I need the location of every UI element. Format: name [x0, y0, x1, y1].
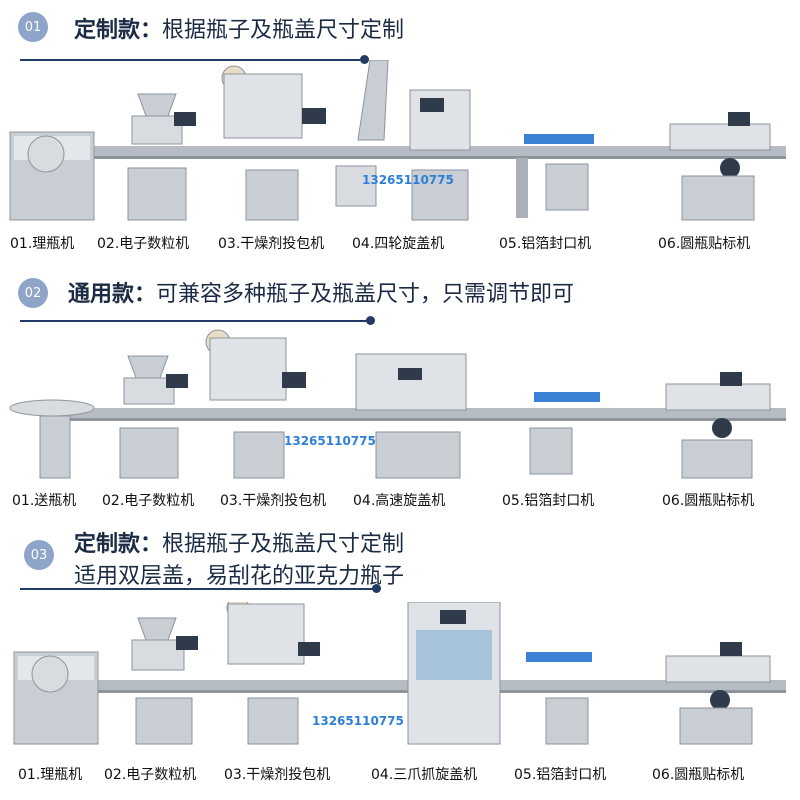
contact-phone: 13265110775	[312, 714, 404, 728]
machine-labels: 01.理瓶机 02.电子数粒机 03.干燥剂投包机 04.三爪抓旋盖机 05.铝…	[0, 764, 800, 784]
production-line-illustration-3	[13, 602, 786, 745]
machine-label: 06.圆瓶贴标机	[658, 236, 751, 252]
contact-phone: 13265110775	[284, 434, 376, 448]
machine-label: 01.理瓶机	[10, 236, 75, 252]
production-line-illustration-2	[9, 329, 786, 479]
machine-label: 03.干燥剂投包机	[224, 767, 331, 783]
machine-label: 05.铝箔封口机	[502, 493, 595, 509]
title-rest: 根据瓶子及瓶盖尺寸定制	[162, 18, 405, 43]
machine-label: 03.干燥剂投包机	[218, 236, 325, 252]
machine-label: 04.三爪抓旋盖机	[371, 767, 478, 783]
section-2: 02 通用款：可兼容多种瓶子及瓶盖尺寸，只需调节即可 13265110775	[0, 262, 800, 522]
section-title: 定制款：根据瓶子及瓶盖尺寸定制	[74, 526, 404, 558]
section-subtitle: 适用双层盖，易刮花的亚克力瓶子	[74, 564, 405, 589]
section-3: 03 定制款：根据瓶子及瓶盖尺寸定制 适用双层盖，易刮花的亚克力瓶子	[0, 522, 800, 800]
section-1: 01 定制款：根据瓶子及瓶盖尺寸定制	[0, 0, 800, 260]
title-bold: 通用款：	[68, 282, 157, 307]
machine-label: 05.铝箔封口机	[499, 236, 592, 252]
section-title: 定制款：根据瓶子及瓶盖尺寸定制	[74, 12, 404, 44]
title-underline	[20, 588, 376, 590]
production-line-illustration-1	[9, 60, 786, 221]
title-bold: 定制款：	[74, 532, 163, 557]
machine-label: 04.高速旋盖机	[353, 493, 446, 509]
section-badge: 03	[24, 540, 54, 570]
section-badge: 01	[18, 12, 48, 42]
machine-label: 02.电子数粒机	[97, 236, 190, 252]
machine-labels: 01.送瓶机 02.电子数粒机 03.干燥剂投包机 04.高速旋盖机 05.铝箔…	[0, 490, 800, 510]
machine-label: 02.电子数粒机	[102, 493, 195, 509]
machine-label: 06.圆瓶贴标机	[662, 493, 755, 509]
title-underline	[20, 320, 370, 322]
machine-label: 04.四轮旋盖机	[352, 236, 445, 252]
underline-dot	[366, 316, 375, 325]
machine-label: 01.理瓶机	[18, 767, 83, 783]
title-underline	[20, 59, 360, 61]
machine-labels: 01.理瓶机 02.电子数粒机 03.干燥剂投包机 04.四轮旋盖机 05.铝箔…	[0, 233, 800, 253]
section-title: 通用款：可兼容多种瓶子及瓶盖尺寸，只需调节即可	[68, 276, 574, 308]
title-rest: 根据瓶子及瓶盖尺寸定制	[162, 532, 405, 557]
title-rest: 可兼容多种瓶子及瓶盖尺寸，只需调节即可	[156, 282, 575, 307]
title-bold: 定制款：	[74, 18, 163, 43]
machine-label: 03.干燥剂投包机	[220, 493, 327, 509]
machine-label: 05.铝箔封口机	[514, 767, 607, 783]
contact-phone: 13265110775	[362, 173, 454, 187]
underline-dot	[360, 55, 369, 64]
underline-dot	[372, 584, 381, 593]
machine-label: 01.送瓶机	[12, 493, 77, 509]
machine-label: 06.圆瓶贴标机	[652, 767, 745, 783]
section-badge: 02	[18, 278, 48, 308]
machine-label: 02.电子数粒机	[104, 767, 197, 783]
